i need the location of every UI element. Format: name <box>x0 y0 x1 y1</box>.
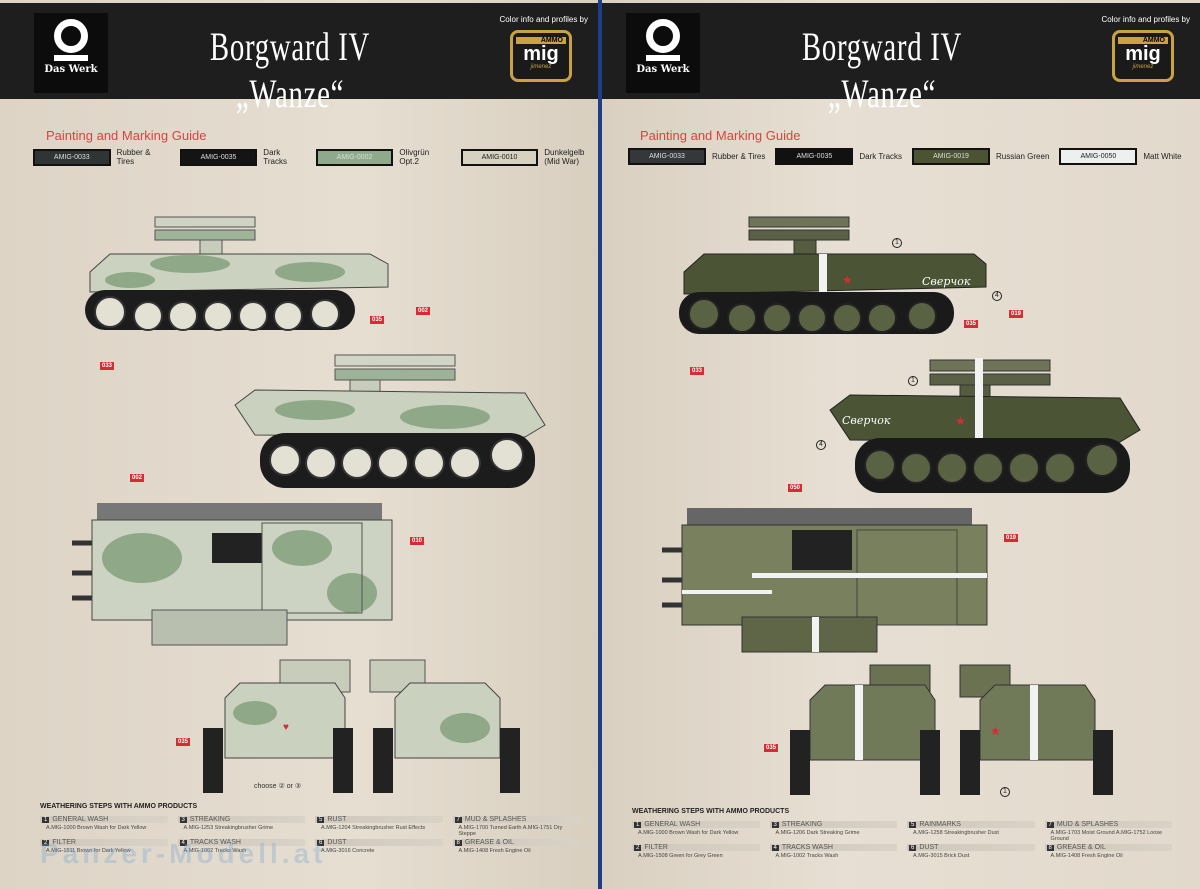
top-view-camo <box>72 503 393 646</box>
logo-text: Das Werk <box>44 64 98 75</box>
header-band: Das Werk Borgward IV „Wanze“ Color info … <box>0 3 598 116</box>
marking-number: 1 <box>1000 787 1010 797</box>
chip-label: Dark Tracks <box>263 148 287 166</box>
front-rear-views-green: ★ <box>790 664 1113 795</box>
svg-text:★: ★ <box>955 414 966 428</box>
chip-label: Russian Green <box>996 152 1050 161</box>
chip-label: Dark Tracks <box>859 152 903 161</box>
marking-number: 4 <box>992 291 1002 301</box>
callout: 033 <box>100 362 115 370</box>
callout: 035 <box>370 316 385 324</box>
color-chip: AMIG-0019 <box>912 148 991 165</box>
right-page: Das Werk Borgward IV „Wanze“ Color info … <box>602 0 1200 889</box>
side-profile-green-1: ★ <box>679 216 987 334</box>
vehicle-name-marking: Сверчок <box>842 414 891 427</box>
color-chips: AMIG-0033 Rubber & Tires AMIG-0035 Dark Tr… <box>628 148 1186 165</box>
choose-note: choose ② or ③ <box>254 783 302 790</box>
svg-text:★: ★ <box>990 724 1001 738</box>
marking-number: 1 <box>908 376 918 386</box>
callout: 019 <box>1004 534 1019 542</box>
side-profile-camo-2 <box>234 354 546 488</box>
front-rear-views-camo: ♥ <box>203 659 520 793</box>
guide-title: Painting and Marking Guide <box>640 128 801 143</box>
svg-text:♥: ♥ <box>283 722 289 733</box>
page-title: Borgward IV „Wanze“ <box>209 24 371 116</box>
marking-number: 4 <box>816 440 826 450</box>
header-band: Das Werk Borgward IV „Wanze“ Color info … <box>602 3 1200 116</box>
callout: 035 <box>176 738 191 746</box>
callout: 010 <box>410 537 425 545</box>
color-chip: AMIG-0002 <box>315 148 394 166</box>
chip-label: Olivgrün Opt.2 <box>399 148 430 166</box>
callout: 019 <box>1009 310 1024 318</box>
callout: 033 <box>690 367 705 375</box>
color-chip: AMIG-0035 <box>775 148 854 165</box>
callout: 002 <box>416 307 431 315</box>
guide-title: Painting and Marking Guide <box>46 128 207 143</box>
color-chips: AMIG-0033 Rubber & Tires AMIG-0035 Dark Tr… <box>33 148 598 166</box>
color-chip: AMIG-0010 <box>460 148 539 166</box>
callout: 002 <box>130 474 145 482</box>
byline: Color info and profiles by <box>1101 15 1191 24</box>
callout: 035 <box>764 744 779 752</box>
color-chip: AMIG-0033 <box>33 148 111 166</box>
marking-number: 1 <box>892 238 902 248</box>
color-chip: AMIG-0050 <box>1059 148 1138 165</box>
side-profile-green-2: ★ <box>829 358 1141 493</box>
color-chip: AMIG-0035 <box>179 148 258 166</box>
chip-label: Rubber & Tires <box>712 152 766 161</box>
color-chip: AMIG-0033 <box>628 148 706 165</box>
chip-label: Rubber & Tires <box>116 148 151 166</box>
top-view-green <box>662 508 988 653</box>
callout: 050 <box>788 484 803 492</box>
weathering-title: WEATHERING STEPS WITH AMMO PRODUCTS <box>40 803 198 810</box>
chip-label: Dunkelgelb (Mid War) <box>544 148 585 166</box>
logo-text: Das Werk <box>636 64 690 75</box>
weathering-title: WEATHERING STEPS WITH AMMO PRODUCTS <box>632 808 790 815</box>
chip-label: Matt White <box>1143 152 1182 161</box>
das-werk-logo: Das Werk <box>34 13 108 93</box>
das-werk-logo: Das Werk <box>626 13 700 93</box>
page-title: Borgward IV „Wanze“ <box>801 24 963 116</box>
vehicle-name-marking: Сверчок <box>922 275 971 288</box>
left-page: Das Werk Borgward IV „Wanze“ Color info … <box>0 0 598 889</box>
watermark: Panzer-Modell.at <box>40 838 327 869</box>
svg-text:★: ★ <box>842 273 853 287</box>
byline: Color info and profiles by <box>499 15 589 24</box>
side-profile-camo-1 <box>85 216 389 331</box>
callout: 035 <box>964 320 979 328</box>
